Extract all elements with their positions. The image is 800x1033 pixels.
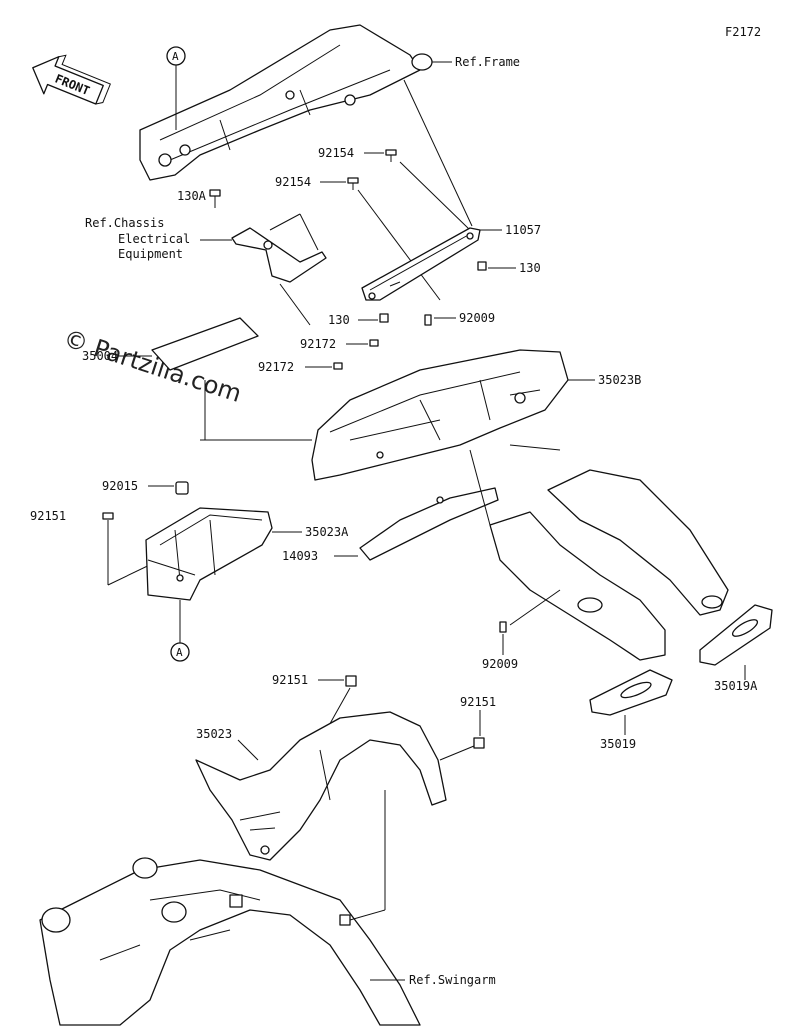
callout-92154-b: 92154	[275, 175, 311, 189]
callout-92009-top: 92009	[459, 311, 495, 325]
screw-92172-b	[333, 362, 343, 370]
callout-ref-frame: Ref.Frame	[455, 55, 520, 69]
callout-ref-chassis-1: Ref.Chassis	[85, 216, 164, 230]
bracket-11057	[361, 227, 481, 301]
callout-92015: 92015	[102, 479, 138, 493]
fender-35023	[195, 711, 447, 861]
screw-92151-left	[102, 512, 114, 520]
callout-92151-mid: 92151	[272, 673, 308, 687]
tail-cover	[489, 469, 729, 661]
bolt-130-left	[379, 313, 389, 323]
callout-35004: 35004	[82, 349, 118, 363]
callout-92009-bottom: 92009	[482, 657, 518, 671]
callout-130-left: 130	[328, 313, 350, 327]
fender-35023b	[311, 349, 569, 481]
grommet-92015	[175, 481, 189, 495]
callout-130-right: 130	[519, 261, 541, 275]
swingarm	[39, 857, 421, 1026]
callout-35023: 35023	[196, 727, 232, 741]
circle-a-top-label: A	[172, 50, 179, 63]
screw-92151-right	[473, 737, 485, 749]
screw-92172-a	[369, 339, 379, 347]
callout-14093: 14093	[282, 549, 318, 563]
bolt-92154-a	[385, 149, 397, 162]
callout-ref-chassis-2: Electrical	[118, 232, 190, 246]
callout-35019: 35019	[600, 737, 636, 751]
callout-35023a: 35023A	[305, 525, 349, 539]
bolt-130-right	[477, 261, 487, 271]
callout-ref-swingarm: Ref.Swingarm	[409, 973, 496, 987]
callout-92172-b: 92172	[258, 360, 294, 374]
battery-case-35023a	[145, 507, 273, 601]
sheet-35004	[151, 317, 259, 371]
callout-92172-a: 92172	[300, 337, 336, 351]
circle-a-bottom-label: A	[176, 646, 183, 659]
screw-92009-top	[424, 314, 432, 326]
reflector-35019	[589, 669, 673, 716]
bolt-92154-b	[347, 177, 359, 190]
callout-92154-a: 92154	[318, 146, 354, 160]
callout-ref-chassis-3: Equipment	[118, 247, 183, 261]
rear-frame	[139, 24, 433, 181]
callout-92151-right: 92151	[460, 695, 496, 709]
callout-92151-left: 92151	[30, 509, 66, 523]
electrical-bracket	[231, 227, 327, 283]
screw-92009-bottom	[499, 621, 507, 633]
callout-35023b: 35023B	[598, 373, 641, 387]
front-arrow-icon: FRONT	[32, 54, 111, 105]
screw-92151-mid	[345, 675, 357, 687]
callout-130a: 130A	[177, 189, 207, 203]
diagram-code: F2172	[725, 25, 761, 39]
callout-11057: 11057	[505, 223, 541, 237]
reflector-35019a	[699, 604, 773, 666]
bolt-130a	[209, 189, 221, 208]
cover-14093	[359, 487, 499, 561]
callout-35019a: 35019A	[714, 679, 758, 693]
